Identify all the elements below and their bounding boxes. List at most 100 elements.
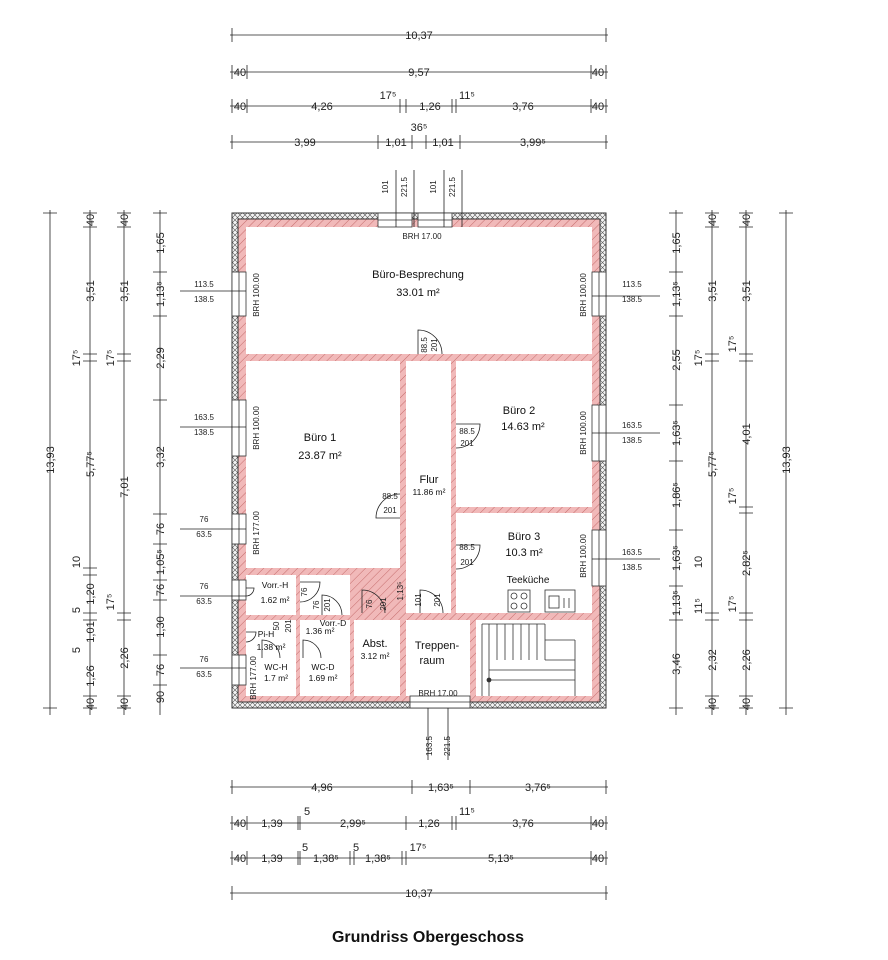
dim-top-r2-2: 40 — [592, 67, 604, 79]
dim-bot-r2-1: 1,39 — [261, 818, 282, 830]
dim-right-c2-6: 2,32 — [707, 649, 719, 670]
door-pi-h: 201 — [284, 619, 293, 633]
dim-left-c4-3: 3,32 — [155, 446, 167, 467]
brh-right-2: BRH 100.00 — [579, 411, 588, 455]
room-name-treppe-line2: raum — [419, 655, 444, 667]
dim-bot-r3-4: 5 — [353, 842, 359, 854]
room-area-vorr-d: 1.36 m² — [306, 626, 335, 636]
dim-bot-r3-6: 17⁵ — [410, 842, 427, 854]
dim-left-c2-3: 5,77⁵ — [85, 451, 97, 477]
brh-right-3: BRH 100.00 — [579, 534, 588, 578]
dim-right-c2-1: 3,51 — [707, 280, 719, 301]
staircase — [481, 623, 576, 696]
brh-right-1: BRH 100.00 — [579, 273, 588, 317]
brh-left-3: BRH 177.00 — [252, 511, 261, 555]
dim-bot-r3-8: 40 — [592, 853, 604, 865]
dim-right-c1-3: 1,63⁵ — [671, 420, 683, 446]
door-besp-w: 88.5 — [420, 337, 429, 353]
room-area-buero3: 10.3 m² — [505, 547, 543, 559]
win-left-3-a: 76 — [200, 515, 209, 524]
room-name-buero2: Büro 2 — [503, 405, 535, 417]
room-area-wc-h: 1.7 m² — [264, 673, 288, 683]
dim-right-c3-7: 2,26 — [741, 649, 753, 670]
dim-right-c3-0: 40 — [741, 214, 753, 226]
dim-left-c3-4: 17⁵ — [105, 594, 117, 611]
brh-bottom: BRH 17.00 — [418, 689, 458, 698]
dim-left-c4-4: 76 — [155, 523, 167, 535]
room-name-treppe-line1: Treppen- — [415, 640, 460, 652]
dim-left-c3-6: 40 — [119, 698, 131, 710]
dim-right-c3-4: 17⁵ — [727, 488, 739, 505]
dim-left-c2-8: 40 — [85, 698, 97, 710]
room-name-buero3: Büro 3 — [508, 531, 540, 543]
dim-bot-r3-0: 40 — [234, 853, 246, 865]
dims-right: 1,65 1,13⁵ 2,55 1,63⁵ 1,86⁵ 1,63⁵ 1,13⁵ … — [671, 214, 793, 710]
dim-top-r4-4: 3,99⁵ — [520, 137, 546, 149]
dim-left-c4-1: 1,13⁵ — [155, 281, 167, 307]
dim-left-c4-2: 2,29 — [155, 347, 167, 368]
dim-left-c2-0: 40 — [85, 214, 97, 226]
win-left-4-b: 63.5 — [196, 597, 212, 606]
win-right-1-a: 113.5 — [622, 280, 642, 289]
dim-right-c2-3: 5,77⁵ — [707, 451, 719, 477]
dim-bot-r3-3: 1,38⁵ — [313, 853, 339, 865]
dim-right-c1-1: 1,13⁵ — [671, 281, 683, 307]
dim-right-c3-8: 40 — [741, 698, 753, 710]
dim-bot-r3-5: 1,38⁵ — [365, 853, 391, 865]
room-name-buero-besprechung: Büro-Besprechung — [372, 269, 464, 281]
dim-right-c1-2: 2,55 — [671, 349, 683, 370]
dim-bot-r2-2: 5 — [304, 806, 310, 818]
dim-bot-r2-3: 2,99⁵ — [340, 818, 366, 830]
dim-right-c3-5: 2,82⁵ — [741, 550, 753, 576]
dim-left-c4-5: 1,05⁵ — [155, 549, 167, 575]
dim-right-c1-7: 3,46 — [671, 653, 683, 674]
brh-left-4: BRH 177.00 — [249, 656, 258, 700]
dim-left-c4-0: 1,65 — [155, 232, 167, 253]
dim-bot-r2-0: 40 — [234, 818, 246, 830]
room-labels: Büro-Besprechung 33.01 m² Büro 1 23.87 m… — [257, 269, 550, 683]
dim-bot-r3-7: 5,13⁵ — [488, 853, 514, 865]
page-title: Grundriss Obergeschoss — [332, 929, 524, 946]
door-b2-h: 201 — [460, 439, 474, 448]
room-area-pi-h: 1.38 m² — [257, 642, 286, 652]
room-name-buero1: Büro 1 — [304, 432, 336, 444]
door-pi-w: 50 — [272, 621, 281, 630]
dim-right-c3-6: 17⁵ — [727, 596, 739, 613]
dim-left-c4-7: 1,30 — [155, 616, 167, 637]
dim-right-c1-5: 1,63⁵ — [671, 545, 683, 571]
win-left-2-a: 163.5 — [194, 413, 215, 422]
annotations: BRH 17.00 BRH 17.00 BRH 100.00 BRH 100.0… — [194, 176, 643, 756]
room-area-vorr-h: 1.62 m² — [261, 595, 290, 605]
brh-top: BRH 17.00 — [402, 232, 442, 241]
dim-left-c3-5: 2,26 — [119, 647, 131, 668]
dim-right-c2-2: 17⁵ — [693, 350, 705, 367]
win-left-5-a: 76 — [200, 655, 209, 664]
room-name-wc-d: WC-D — [311, 662, 334, 672]
dim-left-c4-9: 90 — [155, 691, 167, 703]
win-right-2-b: 138.5 — [622, 436, 643, 445]
kitchen-fixtures — [507, 589, 576, 613]
doors — [245, 329, 481, 659]
door-vd-h: 76 — [312, 600, 321, 609]
dim-bot-r2-5: 11⁵ — [459, 806, 475, 818]
dim-right-c2-7: 40 — [707, 698, 719, 710]
win-top-2-h: 221.5 — [448, 176, 457, 197]
dim-top-r4-0: 3,99 — [294, 137, 315, 149]
win-left-1-b: 138.5 — [194, 295, 215, 304]
win-left-3-b: 63.5 — [196, 530, 212, 539]
win-top-1-w: 101 — [381, 180, 390, 194]
dim-left-c4-6: 76 — [155, 584, 167, 596]
dim-right-c2-5: 11⁵ — [693, 598, 705, 614]
room-name-vorr-d: Vorr.-D — [320, 618, 346, 628]
dim-left-c2b-1: 1,01 — [85, 621, 97, 642]
win-right-2-a: 163.5 — [622, 421, 643, 430]
dim-right-c3-2: 17⁵ — [727, 336, 739, 353]
dim-right-c1-4: 1,86⁵ — [671, 482, 683, 508]
door-vd-h2: 201 — [323, 598, 332, 612]
dim-left-c2-4: 10 — [71, 556, 83, 568]
door-b1-w: 88.5 — [382, 492, 398, 501]
brh-left-2: BRH 100.00 — [252, 406, 261, 450]
door-abst-w: 76 — [365, 599, 374, 608]
room-area-abst: 3.12 m² — [361, 651, 390, 661]
room-area-buero2: 14.63 m² — [501, 421, 545, 433]
